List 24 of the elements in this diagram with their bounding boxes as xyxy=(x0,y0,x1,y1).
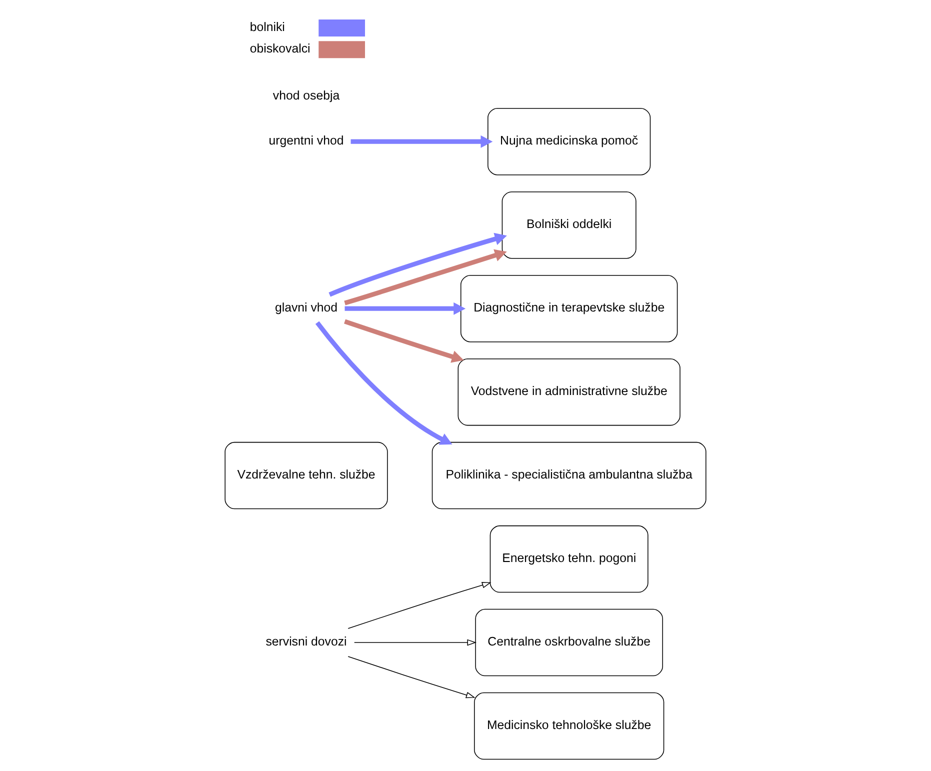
legend-label: bolniki xyxy=(250,20,285,34)
arrow xyxy=(344,319,464,363)
legend-label: obiskovalci xyxy=(250,42,310,56)
node-box: Centralne oskrbovalne službe xyxy=(475,608,663,676)
arrow xyxy=(354,639,476,646)
node-box: Nujna medicinska pomoč xyxy=(488,108,651,176)
node-box: Bolniški oddelki xyxy=(502,191,636,259)
node-text: servisni dovozi xyxy=(266,634,347,648)
arrow xyxy=(344,249,507,306)
node-box: Medicinsko tehnološke službe xyxy=(474,692,664,760)
node-text: glavni vhod xyxy=(274,300,338,315)
arrow xyxy=(315,321,452,445)
label: vhod osebja xyxy=(272,88,340,103)
arrow xyxy=(348,656,476,698)
arrow xyxy=(328,232,507,297)
node-text: urgentni vhod xyxy=(268,134,344,148)
node-box: Diagnostične in terapevtske službe xyxy=(460,274,678,342)
node-box: Poliklinika - specialistična ambulantna služba xyxy=(432,442,706,510)
node-box: Vzdrževalne tehn. službe xyxy=(224,442,388,510)
node-box: Vodstvene in administrativne službe xyxy=(458,358,680,426)
arrow xyxy=(344,302,466,315)
arrow xyxy=(348,582,492,629)
arrow xyxy=(350,135,493,148)
node-box: Energetsko tehn. pogoni xyxy=(490,525,648,593)
